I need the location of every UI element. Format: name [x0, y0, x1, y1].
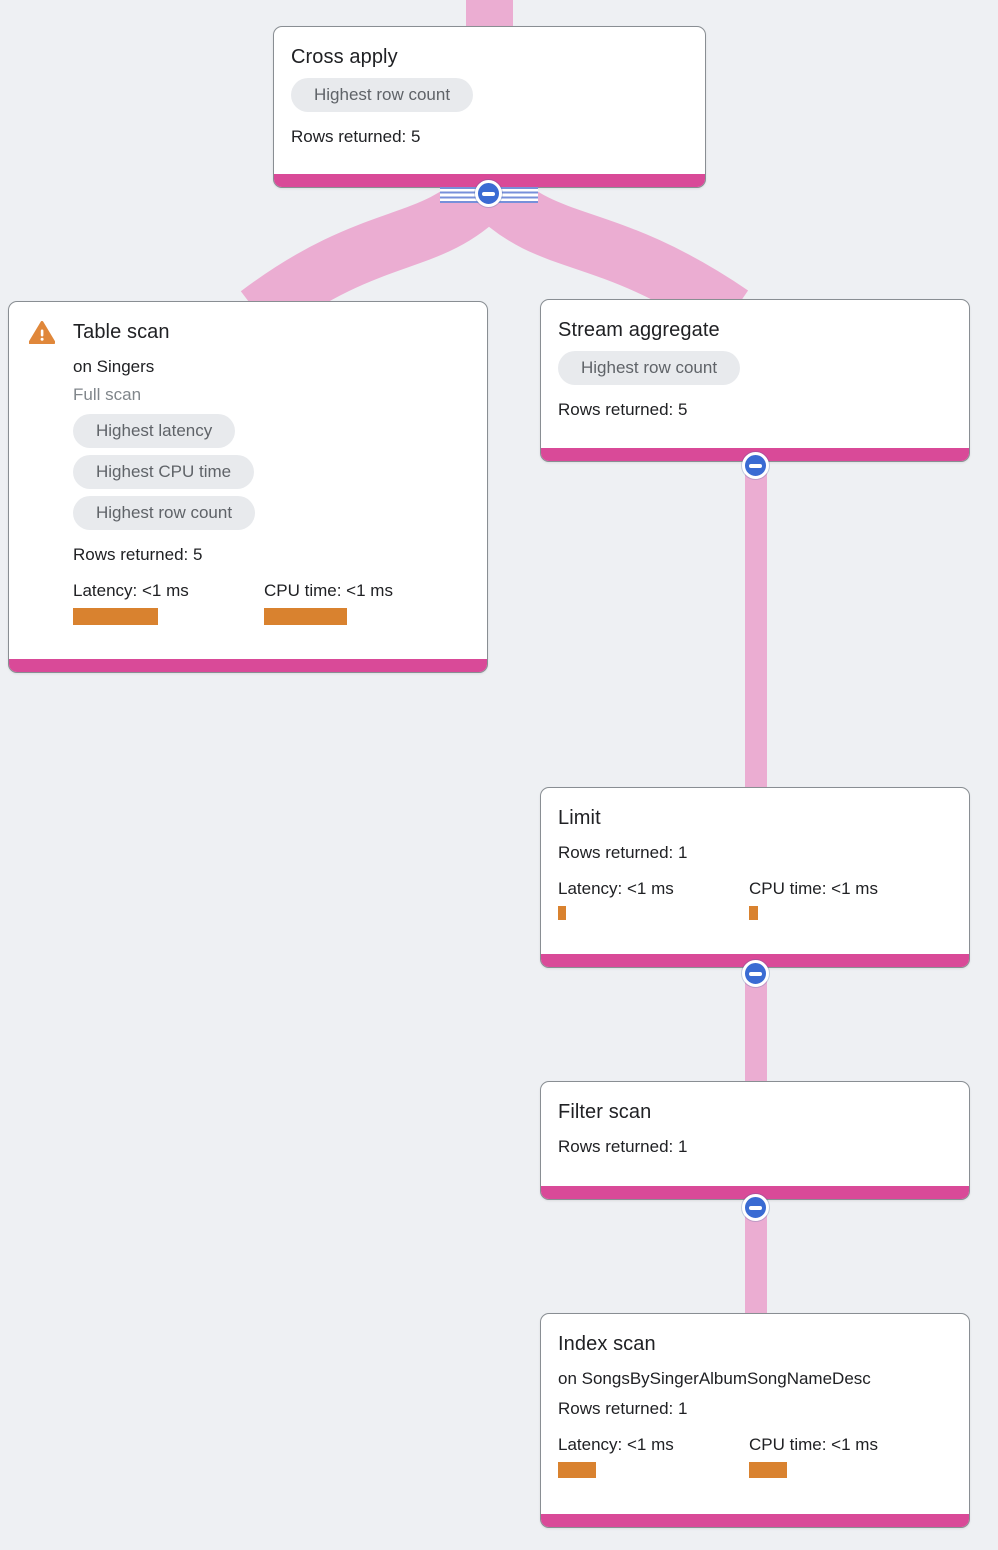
node-title: Limit: [558, 807, 601, 829]
cpu-time-label: CPU time: <1 ms: [749, 1435, 878, 1454]
metrics: Latency: <1 ms CPU time: <1 ms: [558, 1432, 951, 1478]
badge-list: Highest row count: [558, 351, 951, 392]
node-stream-aggregate[interactable]: Stream aggregate Highest row count Rows …: [540, 299, 970, 462]
cpu-time-metric: CPU time: <1 ms: [749, 876, 940, 920]
badge: Highest latency: [73, 414, 236, 448]
latency-bar: [558, 906, 566, 920]
node-title: Table scan: [73, 321, 170, 343]
node-table-scan[interactable]: Table scan on Singers Full scan Highest …: [8, 301, 488, 673]
rows-returned: Rows returned: 5: [291, 127, 421, 146]
cpu-time-metric: CPU time: <1 ms: [749, 1432, 940, 1478]
cpu-time-bar: [264, 608, 347, 625]
latency-label: Latency: <1 ms: [73, 581, 189, 600]
node-cross-apply[interactable]: Cross apply Highest row count Rows retur…: [273, 26, 706, 188]
edge-cross-apply-to-stream-aggregate: [472, 171, 749, 338]
node-limit[interactable]: Limit Rows returned: 1 Latency: <1 ms CP…: [540, 787, 970, 968]
cpu-time-label: CPU time: <1 ms: [264, 581, 393, 600]
node-subtitle: on SongsBySingerAlbumSongNameDesc: [558, 1369, 871, 1388]
collapse-button-stream-aggregate[interactable]: [742, 452, 769, 479]
node-title: Index scan: [558, 1333, 656, 1355]
latency-label: Latency: <1 ms: [558, 1435, 674, 1454]
rows-returned: Rows returned: 1: [558, 1399, 688, 1418]
rows-returned: Rows returned: 1: [558, 843, 688, 862]
latency-bar: [558, 1462, 596, 1478]
edge-filter-scan-to-index-scan: [745, 1198, 767, 1318]
badge: Highest row count: [291, 78, 474, 112]
warning-icon: [28, 321, 56, 345]
node-subtitle: on Singers: [73, 357, 155, 376]
badge: Highest row count: [558, 351, 741, 385]
cpu-time-bar: [749, 906, 758, 920]
node-filter-scan[interactable]: Filter scan Rows returned: 1: [540, 1081, 970, 1200]
cpu-time-bar: [749, 1462, 787, 1478]
badge: Highest row count: [73, 496, 256, 530]
edge-into-cross-apply: [466, 0, 513, 30]
rows-returned: Rows returned: 5: [558, 400, 688, 419]
badge: Highest CPU time: [73, 455, 255, 489]
badge-list: Highest latency Highest CPU time Highest…: [73, 414, 469, 537]
node-title: Cross apply: [291, 46, 398, 68]
node-title: Filter scan: [558, 1101, 652, 1123]
node-bottom-bar: [541, 1186, 969, 1199]
edge-cross-apply-to-table-scan: [240, 171, 506, 337]
node-bottom-bar: [541, 1514, 969, 1527]
cpu-time-metric: CPU time: <1 ms: [264, 578, 455, 625]
collapse-button-cross-apply[interactable]: [475, 180, 502, 207]
latency-metric: Latency: <1 ms: [73, 578, 264, 625]
edge-stream-aggregate-to-limit: [745, 458, 767, 792]
latency-bar: [73, 608, 158, 625]
latency-metric: Latency: <1 ms: [558, 876, 749, 920]
latency-metric: Latency: <1 ms: [558, 1432, 749, 1478]
node-bottom-bar: [9, 659, 487, 672]
metrics: Latency: <1 ms CPU time: <1 ms: [558, 876, 951, 920]
cpu-time-label: CPU time: <1 ms: [749, 879, 878, 898]
node-index-scan[interactable]: Index scan on SongsBySingerAlbumSongName…: [540, 1313, 970, 1528]
metrics: Latency: <1 ms CPU time: <1 ms: [73, 578, 469, 625]
badge-list: Highest row count: [291, 78, 687, 119]
edge-limit-to-filter-scan: [745, 964, 767, 1086]
node-title: Stream aggregate: [558, 319, 720, 341]
rows-returned: Rows returned: 5: [73, 545, 203, 564]
rows-returned: Rows returned: 1: [558, 1137, 688, 1156]
latency-label: Latency: <1 ms: [558, 879, 674, 898]
collapse-button-filter-scan[interactable]: [742, 1194, 769, 1221]
node-note: Full scan: [73, 385, 142, 404]
collapse-button-limit[interactable]: [742, 960, 769, 987]
